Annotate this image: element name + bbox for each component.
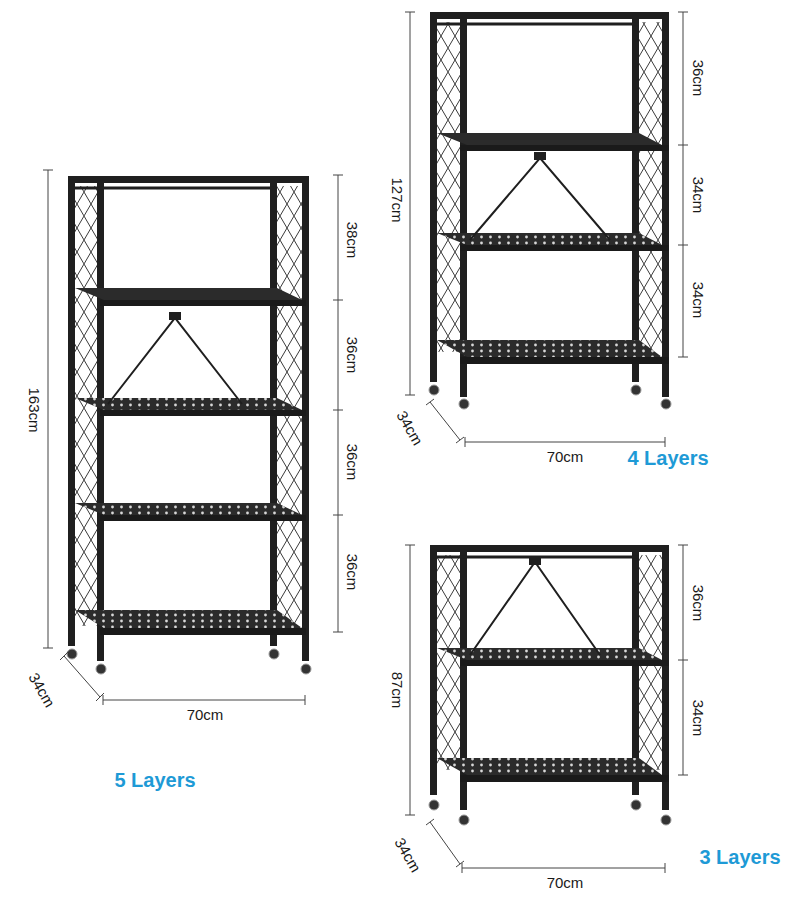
- model-caption: 5 Layers: [114, 770, 195, 790]
- model-caption: 4 Layers: [627, 448, 708, 468]
- dimension-label: 34cm: [691, 282, 706, 319]
- dimension-label: 34cm: [26, 670, 57, 709]
- shelf-3-layers: [429, 545, 671, 825]
- dimension-label: 34cm: [394, 408, 425, 447]
- dimension-label: 36cm: [345, 444, 360, 481]
- dimension-label: 36cm: [691, 585, 706, 622]
- dimension-label: 70cm: [547, 449, 584, 464]
- dimension-label: 70cm: [547, 875, 584, 890]
- dimension-lines: [43, 12, 688, 873]
- dimension-label: 34cm: [392, 835, 423, 874]
- dimension-label: 36cm: [691, 60, 706, 97]
- dimension-label: 87cm: [390, 672, 405, 709]
- dimension-label: 36cm: [345, 337, 360, 374]
- shelf-5-layers: [67, 176, 311, 674]
- dimension-label: 163cm: [27, 387, 42, 432]
- dimension-label: 38cm: [345, 222, 360, 259]
- dimension-label: 70cm: [187, 707, 224, 722]
- dimension-label: 34cm: [691, 700, 706, 737]
- dimension-label: 127cm: [390, 177, 405, 222]
- dimension-label: 36cm: [345, 554, 360, 591]
- dimension-label: 34cm: [691, 177, 706, 214]
- shelf-4-layers: [429, 12, 671, 409]
- model-caption: 3 Layers: [699, 847, 780, 867]
